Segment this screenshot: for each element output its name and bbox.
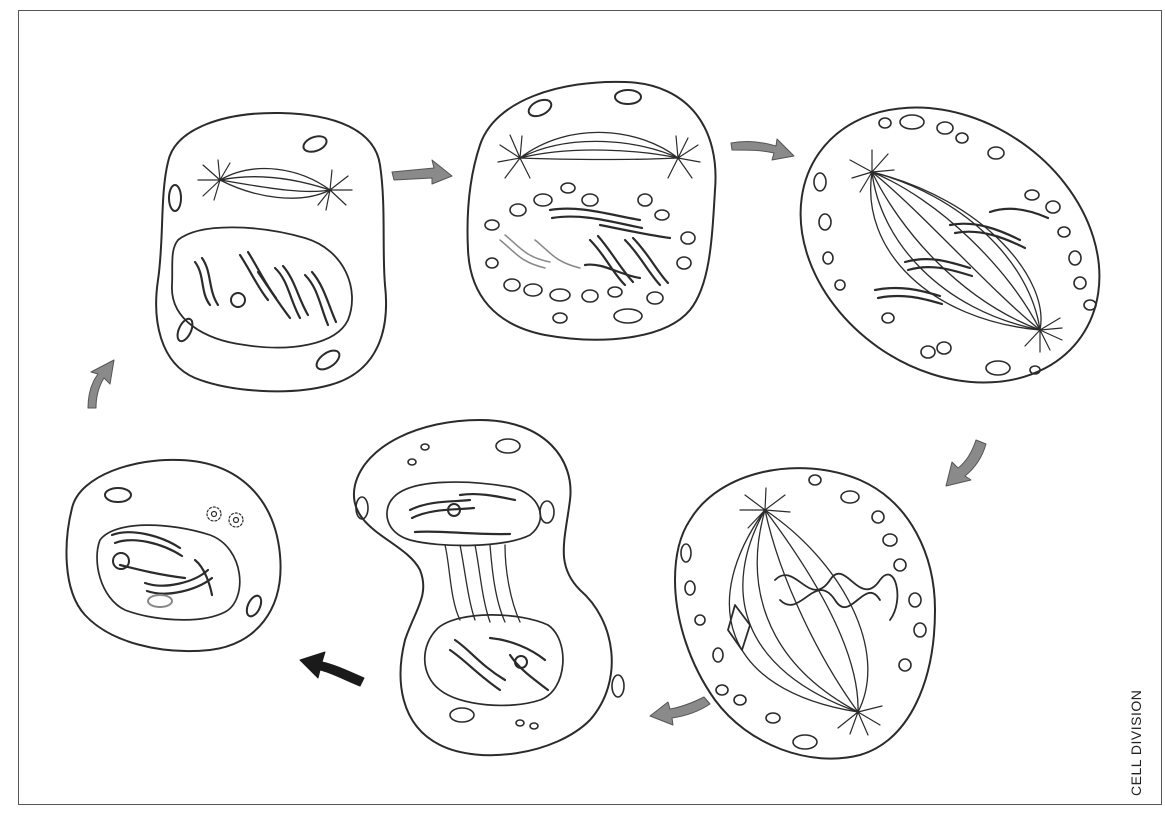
cell-5-illustration	[354, 420, 624, 755]
centriole-pair	[207, 507, 243, 527]
arrow-3-4	[946, 440, 986, 486]
cell-1-illustration	[156, 113, 386, 391]
figure-side-label: CELL DIVISION	[1128, 690, 1144, 796]
cell-2-illustration	[468, 82, 716, 340]
aster-1b	[318, 170, 352, 210]
arrow-4-5	[650, 697, 710, 725]
arrow-2-3	[731, 139, 794, 160]
arrow-5-6	[300, 652, 364, 686]
arrow-1-2	[392, 160, 452, 184]
aster-1a	[198, 160, 230, 200]
arrow-6-1	[88, 360, 114, 408]
cell-3-illustration	[747, 51, 1153, 439]
cell-6-illustration	[66, 460, 280, 651]
cell-4-illustration	[675, 468, 935, 758]
